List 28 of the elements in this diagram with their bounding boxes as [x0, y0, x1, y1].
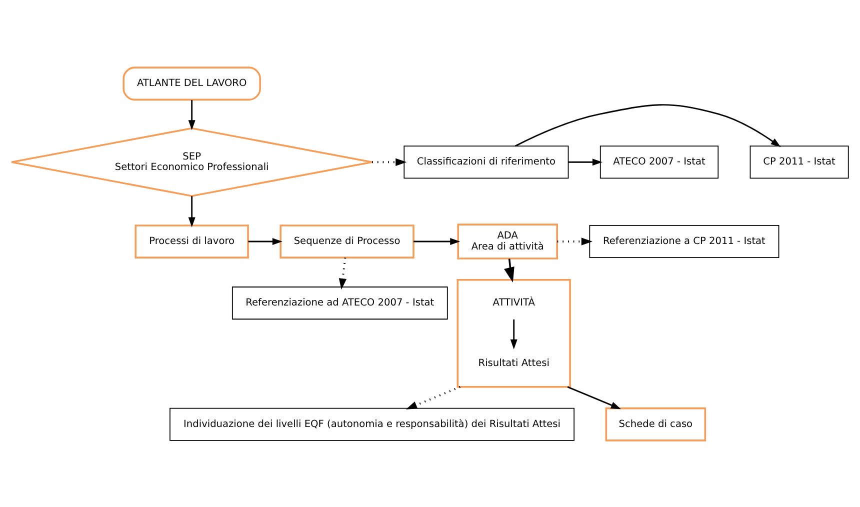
node-box: Processi di lavoro [134, 224, 249, 258]
cluster [456, 278, 571, 388]
arrow [414, 238, 460, 245]
node-text: Risultati Attesi [478, 358, 550, 369]
node-box: Individuazione dei livelli EQF (autonomia e responsabilità) dei Risultati Attesi [170, 407, 574, 440]
node-box: Schede di caso [605, 406, 706, 441]
node-box: ATLANTE DEL LAVORO [122, 66, 261, 100]
arrow [188, 196, 196, 227]
node-box: Referenziazione a CP 2011 - Istat [589, 224, 780, 258]
node-box: Referenziazione ad ATECO 2007 - Istat [232, 286, 448, 320]
arrow [514, 104, 781, 147]
node-diamond: SEP Settori Economico Professionali [10, 126, 373, 196]
arrow [338, 257, 347, 290]
arrow [567, 386, 621, 409]
node-text: ATTIVITÀ [492, 297, 535, 308]
arrow [568, 158, 602, 166]
node-box: ATECO 2007 - Istat [600, 145, 719, 178]
arrow [406, 386, 460, 409]
node-box: CP 2011 - Istat [750, 145, 849, 178]
arrow [372, 158, 407, 166]
arrow [510, 318, 518, 349]
arrow [248, 238, 282, 245]
arrow [557, 237, 592, 245]
arrow [188, 100, 196, 130]
node-box: Sequenze di Processo [280, 224, 414, 258]
node-box: ADA Area di attività [457, 223, 558, 259]
node-box: Classificazioni di riferimento [404, 145, 569, 178]
arrow [504, 258, 514, 282]
